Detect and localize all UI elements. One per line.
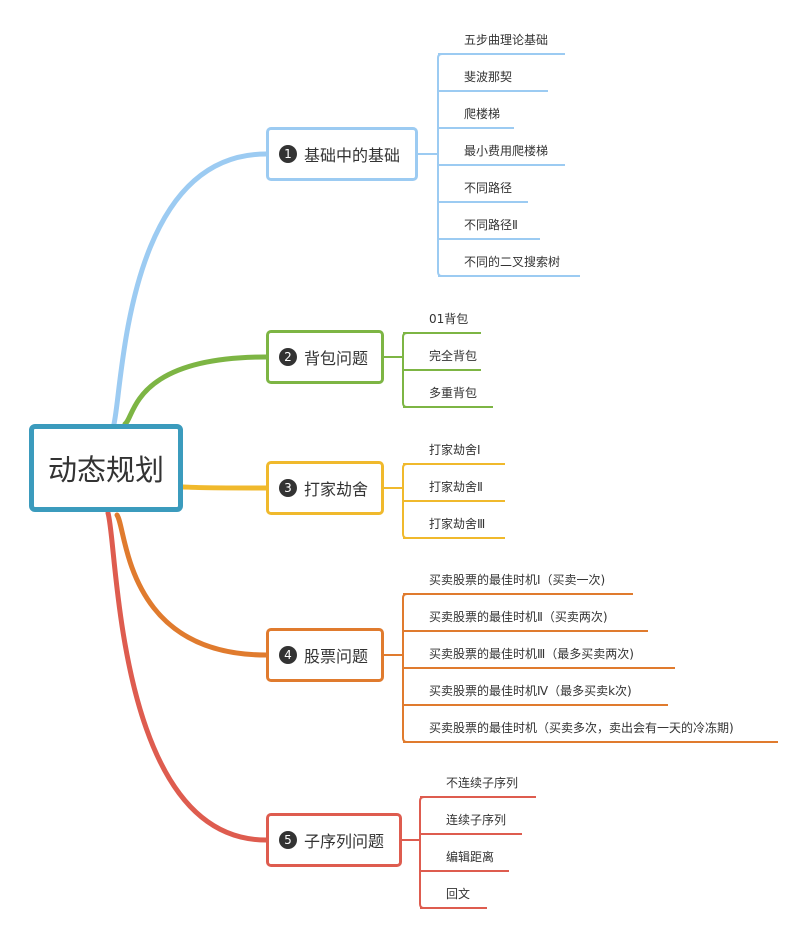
branch-connector xyxy=(110,151,269,431)
topic-node-subsequence[interactable]: 5 子序列问题 xyxy=(266,813,402,867)
leaf-item[interactable]: 打家劫舍Ⅱ xyxy=(429,480,483,494)
leaf-item[interactable]: 买卖股票的最佳时机（买卖多次，卖出会有一天的冷冻期) xyxy=(429,721,734,735)
number-badge: 5 xyxy=(279,831,297,849)
topic-label: 打家劫舍 xyxy=(304,480,369,499)
branch-connector xyxy=(122,354,269,427)
branch-connector xyxy=(114,512,269,658)
leaf-item[interactable]: 买卖股票的最佳时机Ⅳ（最多买卖k次) xyxy=(429,684,632,698)
leaf-item[interactable]: 买卖股票的最佳时机Ⅱ（买卖两次) xyxy=(429,610,608,624)
branch-connector xyxy=(105,510,269,843)
leaf-item[interactable]: 编辑距离 xyxy=(446,850,495,864)
topic-node-basics[interactable]: 1 基础中的基础 xyxy=(266,127,418,181)
topic-node-stock[interactable]: 4 股票问题 xyxy=(266,628,384,682)
leaf-item[interactable]: 01背包 xyxy=(429,312,469,326)
leaf-item[interactable]: 五步曲理论基础 xyxy=(464,33,549,47)
topic-label: 股票问题 xyxy=(304,647,369,666)
leaf-item[interactable]: 爬楼梯 xyxy=(464,107,501,121)
topic-label: 背包问题 xyxy=(304,349,369,368)
number-badge: 4 xyxy=(279,646,297,664)
leaf-item[interactable]: 买卖股票的最佳时机Ⅰ（买卖一次) xyxy=(429,573,606,587)
leaf-item[interactable]: 斐波那契 xyxy=(464,70,513,84)
number-badge: 1 xyxy=(279,145,297,163)
leaf-bracket xyxy=(419,796,425,909)
leaf-item[interactable]: 最小费用爬楼梯 xyxy=(464,144,549,158)
leaf-item[interactable]: 不同的二叉搜索树 xyxy=(464,255,561,269)
leaf-item[interactable]: 回文 xyxy=(446,887,471,901)
leaf-item[interactable]: 打家劫舍Ⅲ xyxy=(429,517,486,531)
branch-connector xyxy=(180,484,269,491)
topic-label: 基础中的基础 xyxy=(304,146,401,165)
leaf-item[interactable]: 买卖股票的最佳时机Ⅲ（最多买卖两次) xyxy=(429,647,634,661)
topic-label: 子序列问题 xyxy=(304,832,385,851)
leaf-item[interactable]: 不同路径 xyxy=(464,181,513,195)
topic-node-house-robber[interactable]: 3 打家劫舍 xyxy=(266,461,384,515)
topic-node-knapsack[interactable]: 2 背包问题 xyxy=(266,330,384,384)
leaf-item[interactable]: 完全背包 xyxy=(429,349,478,363)
number-badge: 3 xyxy=(279,479,297,497)
leaf-item[interactable]: 连续子序列 xyxy=(446,813,507,827)
leaf-item[interactable]: 不连续子序列 xyxy=(446,776,519,790)
root-node[interactable]: 动态规划 xyxy=(29,424,183,512)
root-label: 动态规划 xyxy=(47,453,164,487)
leaf-item[interactable]: 不同路径Ⅱ xyxy=(464,218,518,232)
leaf-item[interactable]: 多重背包 xyxy=(429,386,478,400)
leaf-item[interactable]: 打家劫舍Ⅰ xyxy=(429,443,481,457)
number-badge: 2 xyxy=(279,348,297,366)
